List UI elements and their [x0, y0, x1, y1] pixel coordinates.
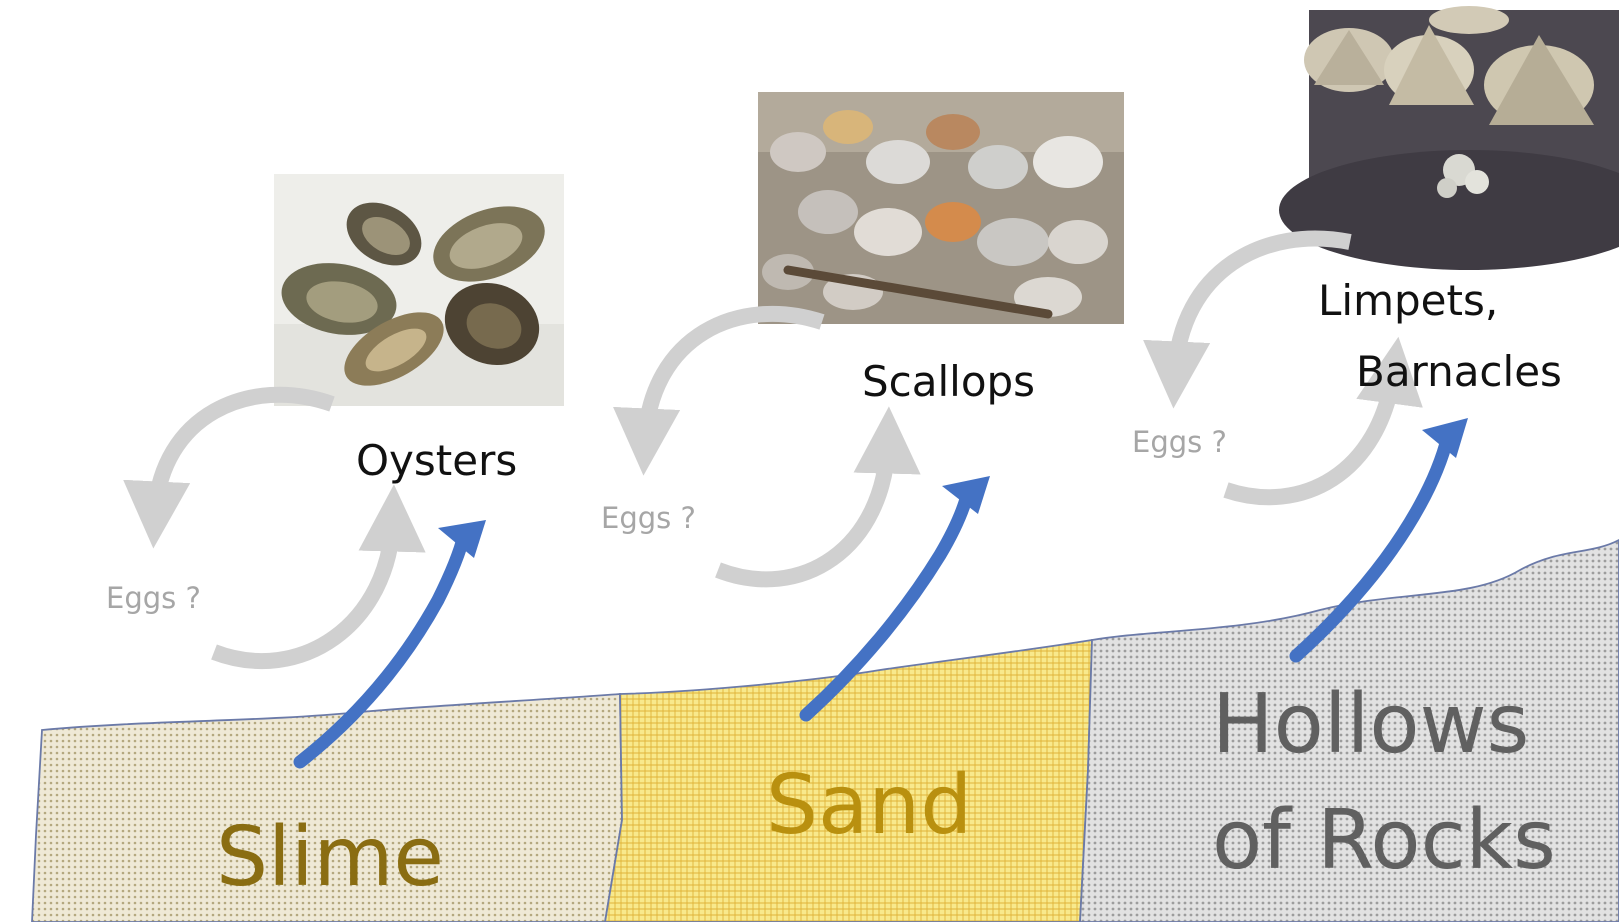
oysters-eggs-label: Eggs ? [106, 581, 201, 615]
scallops-photo [758, 92, 1124, 324]
oysters-photo [274, 174, 564, 406]
oysters-cycle-icon [155, 395, 393, 661]
limpets-label-line1: Limpets, [1318, 276, 1498, 325]
scallops-label: Scallops [862, 357, 1035, 406]
limpets-label-line2: Barnacles [1356, 347, 1562, 396]
scallops-cycle-icon [645, 314, 888, 579]
slime-label: Slime [216, 810, 444, 905]
limpets-photo [1279, 6, 1619, 270]
rocks-label-line1: Hollows [1212, 677, 1529, 772]
limpets-eggs-label: Eggs ? [1132, 425, 1227, 459]
rocks-label-line2: of Rocks [1212, 793, 1556, 888]
sand-label: Sand [766, 758, 972, 853]
scallops-eggs-label: Eggs ? [601, 501, 696, 535]
oysters-label: Oysters [356, 436, 517, 485]
